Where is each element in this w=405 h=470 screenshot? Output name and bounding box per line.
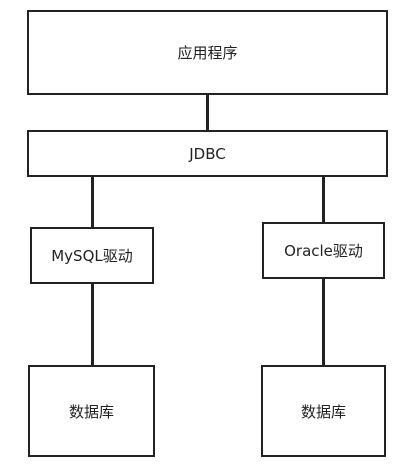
connector-jdbc-mysql — [91, 177, 94, 227]
connector-jdbc-oracle — [322, 177, 325, 222]
jdbc-label: JDBC — [189, 144, 226, 163]
database-left-label: 数据库 — [68, 402, 114, 421]
jdbc-node: JDBC — [27, 130, 388, 177]
mysql-driver-node: MySQL驱动 — [30, 227, 154, 284]
application-label: 应用程序 — [177, 44, 238, 62]
connector-app-jdbc — [206, 95, 209, 130]
application-node: 应用程序 — [27, 10, 388, 95]
database-node-right: 数据库 — [261, 365, 386, 457]
oracle-driver-label: Oracle驱动 — [284, 242, 363, 260]
oracle-driver-node: Oracle驱动 — [262, 222, 385, 279]
database-right-label: 数据库 — [300, 402, 346, 421]
mysql-driver-label: MySQL驱动 — [51, 247, 133, 265]
connector-mysql-database — [91, 284, 94, 365]
database-node-left: 数据库 — [28, 365, 155, 457]
connector-oracle-database — [322, 279, 325, 365]
